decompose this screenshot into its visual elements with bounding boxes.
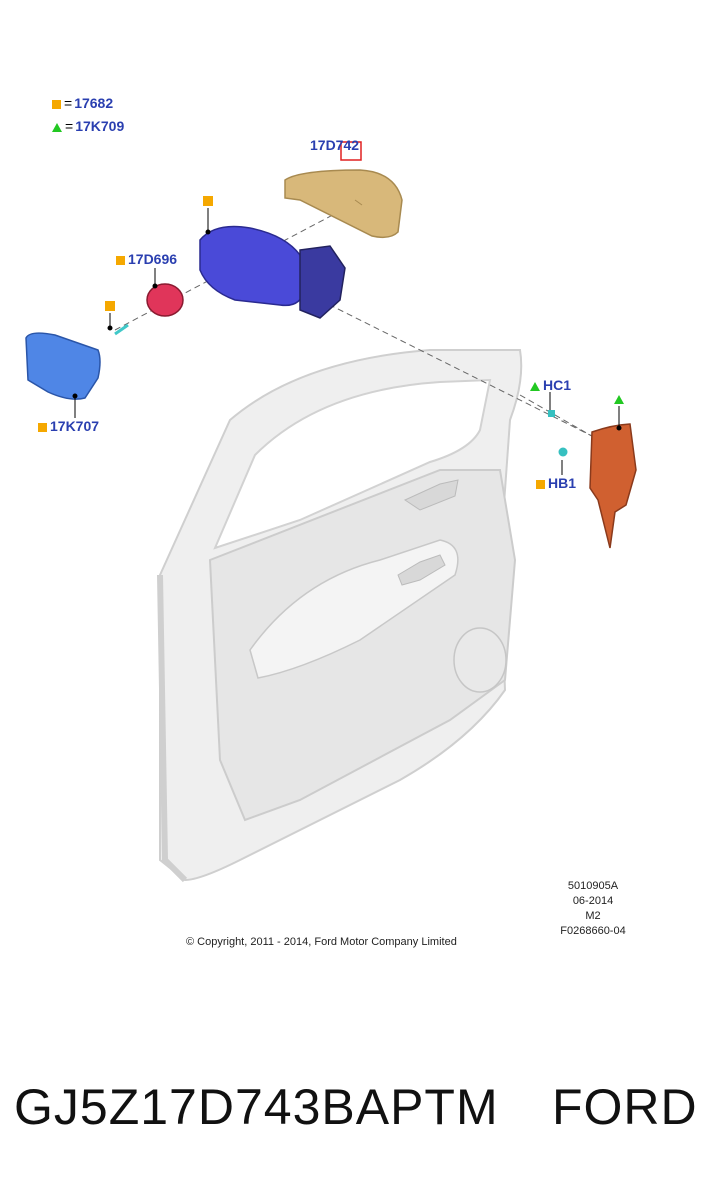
square-marker-icon	[38, 422, 47, 432]
legend-item-triangle: =17K709	[52, 118, 124, 134]
ref-line-2: 06-2014	[572, 895, 614, 907]
clip-part	[114, 323, 129, 336]
hc1-fastener	[548, 410, 555, 417]
mirror-housing-part	[199, 225, 306, 307]
callout-housing-cover: 17D742	[310, 137, 360, 153]
square-marker-icon	[536, 479, 545, 489]
brand-name: FORD	[552, 1079, 698, 1135]
leader-lines	[72, 208, 622, 475]
hb1-fastener	[558, 447, 568, 457]
triangle-marker-icon	[614, 395, 624, 404]
mirror-motor-part	[146, 283, 184, 317]
housing-cover-part	[284, 169, 403, 239]
mirror-glass-part	[25, 332, 101, 400]
square-marker-icon	[203, 196, 213, 206]
inner-trim-part	[589, 423, 637, 549]
exploded-parts-diagram	[25, 141, 637, 883]
triangle-marker-icon	[52, 122, 62, 132]
legend-square-label: 17682	[74, 95, 114, 111]
ref-line-4: F0268660-04	[560, 925, 626, 937]
reference-block: 5010905A 06-2014 M2 F0268660-04	[533, 879, 653, 939]
callout-hc1: HC1	[530, 377, 571, 393]
footer: GJ5Z17D743BAPTM FORD	[0, 1078, 708, 1148]
callout-hb1: HB1	[536, 475, 576, 491]
ref-line-1: 5010905A	[567, 880, 619, 892]
highlight-box	[340, 141, 362, 161]
copyright-text: © Copyright, 2011 - 2014, Ford Motor Com…	[186, 936, 457, 948]
square-marker-icon	[105, 301, 115, 311]
ref-line-3: M2	[585, 910, 601, 922]
door-frame-illustration	[157, 349, 523, 883]
square-marker-icon	[116, 255, 125, 265]
callout-motor: 17D696	[116, 251, 177, 267]
square-marker-icon	[52, 99, 61, 109]
part-number: GJ5Z17D743BAPTM	[14, 1079, 499, 1135]
callout-glass: 17K707	[38, 418, 99, 434]
triangle-marker-icon	[530, 381, 540, 391]
legend-item-square: =17682	[52, 95, 113, 111]
mirror-base-part	[299, 245, 346, 319]
legend-triangle-label: 17K709	[75, 118, 125, 134]
